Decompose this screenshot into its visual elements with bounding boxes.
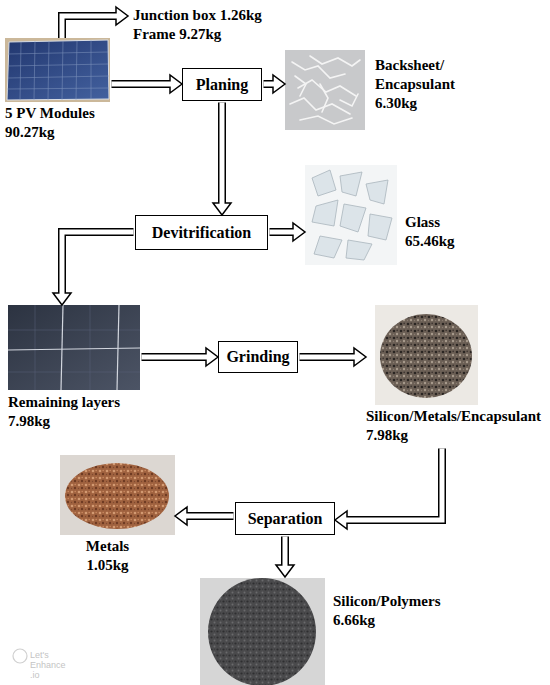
process-box: Grinding [218,341,298,373]
flow-arrow [112,75,183,93]
box-label: Planing [196,76,248,94]
material-name: Glass [405,213,505,232]
process-box: Separation [235,502,335,535]
metals-photo [60,455,175,535]
material-name: Remaining layers [8,393,158,412]
photo-caption: Glass65.46kg [405,213,505,251]
material-name: Metals [70,537,145,556]
material-mass: 7.98kg [8,412,158,431]
remaining-layers-photo [8,305,140,390]
flow-arrow [53,232,134,305]
arrow-hollow [345,449,442,521]
material-mass: 65.46kg [405,232,505,251]
material-mass: 7.98kg [366,426,550,445]
box-label: Devitrification [152,224,252,242]
photo-caption: Silicon/Metals/Encapsulant7.98kg [366,407,550,445]
flow-arrow [213,103,231,216]
photo-node: 5 PV Modules90.27kg [5,38,110,102]
arrow-head [175,507,187,525]
material-name: 5 PV Modules [5,104,125,123]
material-mass: 6.30kg [375,94,470,113]
flow-arrow [276,537,294,578]
junction-frame-arrow [62,7,128,38]
output-label: Frame 9.27kg [133,25,221,44]
material-mass: 1.05kg [70,556,145,575]
arrow-outline [300,353,355,361]
arrow-head [206,348,218,366]
arrow-head [354,348,366,366]
arrow-head [276,565,294,577]
arrow-outline [281,537,289,566]
flow-arrow [270,223,306,241]
material-name: Silicon/Polymers [333,592,453,611]
backsheet-photo [285,50,365,130]
box-label: Grinding [226,348,289,366]
arrow-hollow [264,82,276,87]
arrow-outline [270,228,294,236]
arrow-outline [62,232,134,293]
photo-caption: Remaining layers7.98kg [8,393,158,431]
arrow-outline [142,353,207,361]
arrow-outline [218,103,226,204]
photo-node: Remaining layers7.98kg [8,305,140,390]
flow-arrow [300,348,367,366]
photo-node: Metals1.05kg [60,455,175,535]
flow-arrow [175,507,234,525]
material-mass: 6.66kg [333,611,453,630]
arrow-outline [264,80,274,88]
photo-node: Silicon/Polymers6.66kg [207,577,318,685]
arrow-hollow [220,103,225,206]
arrow-head [213,203,231,215]
arrow-hollow [300,355,357,360]
glass-photo [305,165,397,265]
arrow-hollow [142,355,209,360]
process-box: Devitrification [135,215,268,250]
arrow-outline [112,80,171,88]
arrow-head [335,511,347,529]
flow-arrow [264,75,286,93]
silicon-polymers-photo [200,578,325,685]
watermark-logo [13,649,27,663]
arrow-hollow [62,232,134,295]
photo-caption: Silicon/Polymers6.66kg [333,592,453,630]
photo-caption: Backsheet/ Encapsulant6.30kg [375,56,470,113]
photo-node: Backsheet/ Encapsulant6.30kg [285,50,365,130]
arrow-hollow [270,230,296,235]
photo-node: Glass65.46kg [305,165,397,265]
material-name: Silicon/Metals/Encapsulant [366,407,550,426]
process-box: Planing [182,68,262,101]
photo-node: Silicon/Metals/Encapsulant7.98kg [366,305,550,447]
watermark: Let's Enhance .io [30,650,76,680]
output-label: Junction box 1.26kg [133,6,262,25]
flow-arrow [142,348,219,366]
pv-module-photo [5,38,110,102]
arrow-outline [187,512,234,520]
arrow-head [170,75,182,93]
arrow-hollow [112,82,173,87]
arrow-head [53,293,71,305]
silicon-metals-encapsulant-photo [375,305,478,405]
material-name: Backsheet/ Encapsulant [375,56,470,94]
material-mass: 90.27kg [5,123,125,142]
arrow-head [293,223,305,241]
photo-caption: 5 PV Modules90.27kg [5,104,125,142]
arrow-hollow [185,514,234,519]
flow-arrow [335,449,442,530]
arrow-head [273,75,285,93]
arrow-outline [347,449,442,521]
arrow-hollow [283,537,288,568]
photo-caption: Metals1.05kg [70,537,145,575]
box-label: Separation [248,510,323,528]
